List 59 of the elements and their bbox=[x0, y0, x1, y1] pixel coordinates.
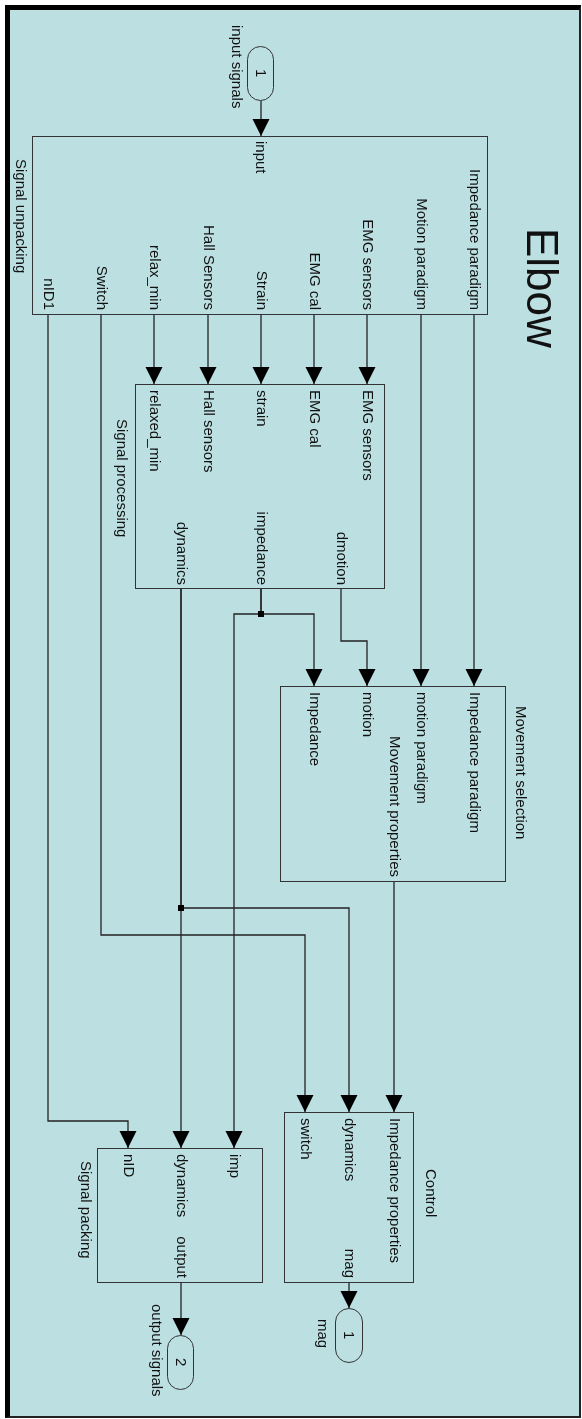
port-label: strain bbox=[254, 390, 270, 427]
port-label: Motion paradigm bbox=[414, 198, 430, 310]
block-title: Signal processing bbox=[114, 419, 130, 538]
port-label: relax_min bbox=[147, 244, 163, 310]
port-label: Strain bbox=[254, 270, 270, 310]
port-name: output signals bbox=[149, 1304, 165, 1397]
port-label: relaxed_min bbox=[147, 390, 163, 472]
port-label: dynamics bbox=[174, 1154, 190, 1218]
port-label: dynamics bbox=[342, 1118, 358, 1182]
port-label: Impedance bbox=[307, 692, 323, 767]
port-label: output bbox=[174, 1236, 190, 1278]
port-label: impedance bbox=[254, 511, 270, 585]
port-number: 1 bbox=[252, 69, 269, 78]
port-name: mag bbox=[315, 1319, 331, 1349]
signal-line bbox=[252, 314, 270, 385]
signal-line bbox=[199, 314, 217, 385]
port-label: input bbox=[253, 141, 269, 174]
signal-line bbox=[412, 314, 430, 687]
port-label: EMG sensors bbox=[360, 219, 376, 310]
port-label: dynamics bbox=[174, 521, 190, 585]
port-label: Impedance properties bbox=[387, 1118, 403, 1264]
block-title: Control bbox=[423, 1169, 439, 1218]
port-label: switch bbox=[298, 1118, 314, 1160]
block-title: Signal unpacking bbox=[13, 159, 29, 274]
signal-line bbox=[358, 314, 376, 385]
port-label: Hall Sensors bbox=[201, 224, 217, 310]
signal-line bbox=[465, 314, 483, 687]
block-title: Movement selection bbox=[513, 706, 529, 840]
port-number: 2 bbox=[172, 1358, 189, 1367]
signal-line bbox=[100, 314, 314, 1113]
signal-line bbox=[172, 1282, 190, 1336]
port-label: EMG cal bbox=[307, 390, 323, 448]
port-label: motion paradigm bbox=[414, 692, 430, 804]
port-label: mag bbox=[342, 1248, 358, 1278]
port-label: Impedance paradigm bbox=[467, 692, 483, 833]
port-label: Hall sensors bbox=[201, 390, 217, 473]
signal-line bbox=[145, 314, 163, 385]
port-label: Movement properties bbox=[387, 736, 403, 877]
port-label: nID1 bbox=[41, 278, 57, 310]
block-title: Signal packing bbox=[78, 1161, 94, 1259]
signal-line bbox=[305, 314, 323, 385]
signal-line bbox=[340, 588, 376, 687]
port-label: imp bbox=[227, 1154, 243, 1179]
diagram-title: Elbow bbox=[519, 228, 565, 348]
port-number: 1 bbox=[341, 1331, 357, 1340]
port-name: input signals bbox=[229, 25, 245, 109]
port-label: dmotion bbox=[334, 531, 350, 585]
port-label: EMG cal bbox=[307, 252, 323, 310]
signal-line bbox=[225, 588, 262, 1149]
signal-line bbox=[47, 314, 137, 1149]
port-label: nID bbox=[121, 1154, 137, 1178]
port-label: Switch bbox=[94, 265, 110, 310]
signal-line bbox=[340, 1282, 358, 1309]
port-label: Impedance paradigm bbox=[467, 169, 483, 310]
port-label: EMG sensors bbox=[360, 390, 376, 481]
port-label: motion bbox=[360, 692, 376, 738]
signal-line bbox=[385, 881, 403, 1113]
signal-line bbox=[180, 588, 358, 1113]
signal-line bbox=[252, 100, 270, 137]
